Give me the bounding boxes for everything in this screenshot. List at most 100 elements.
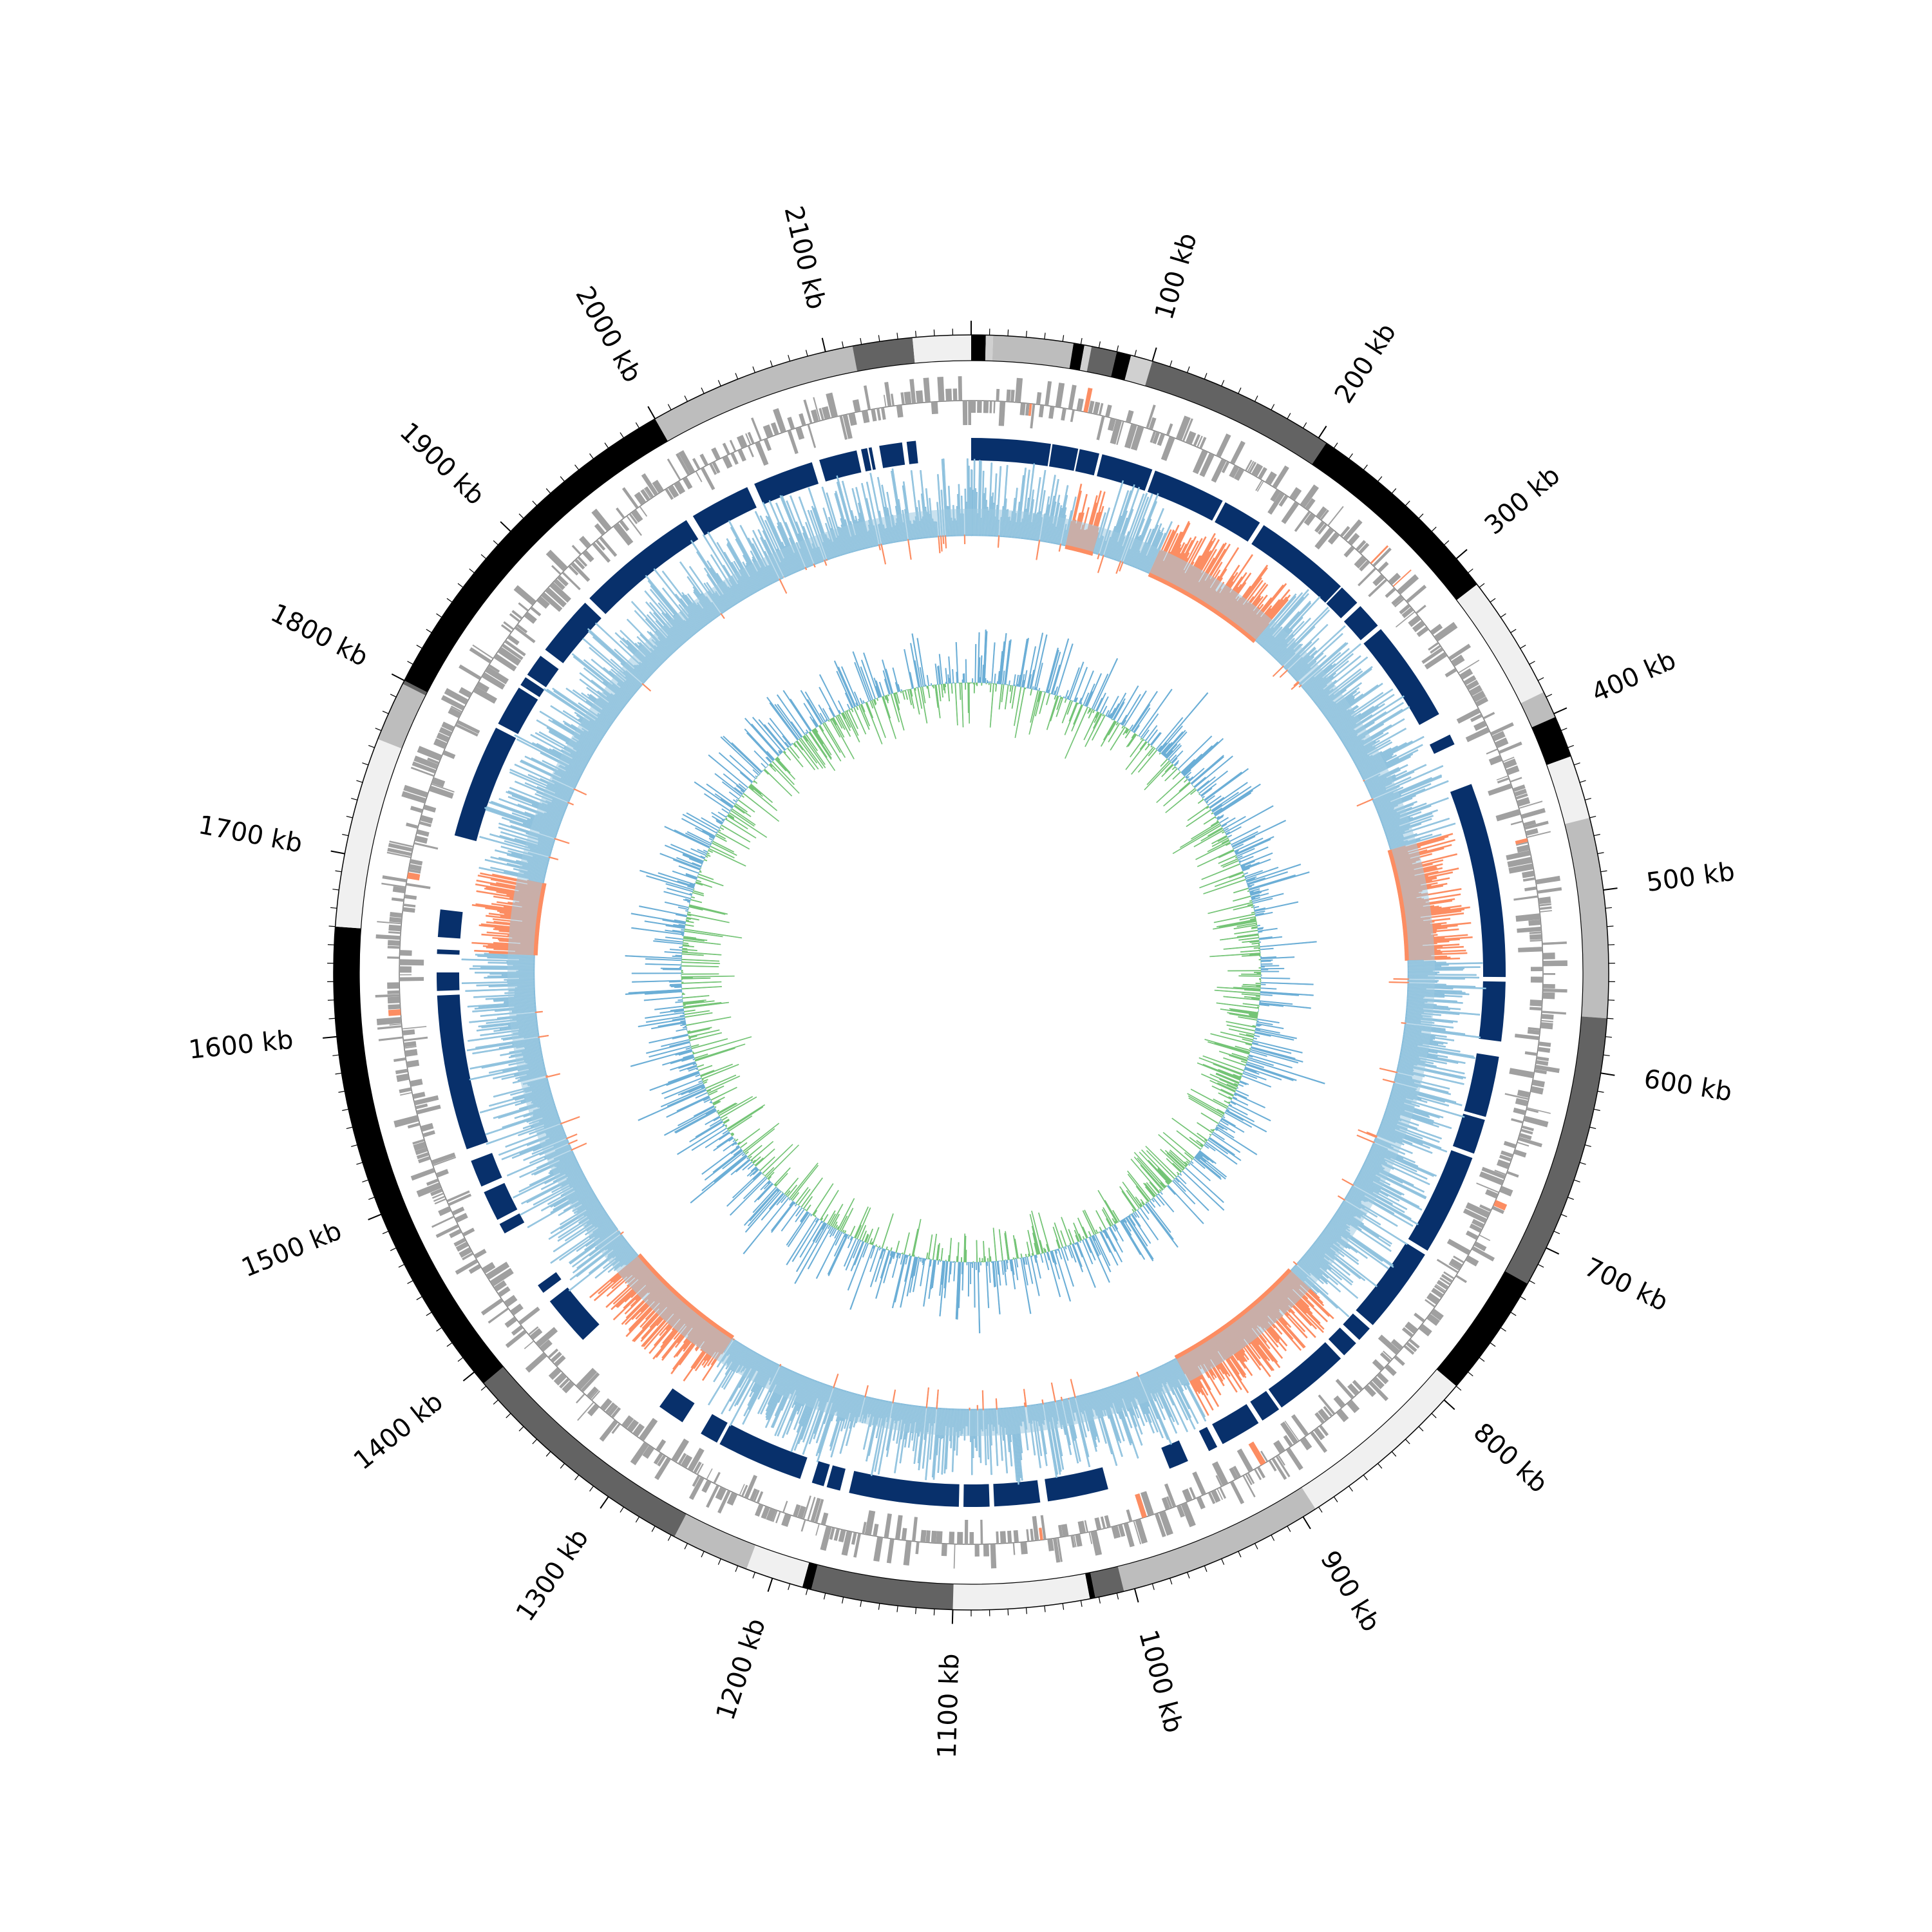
gene-feature — [427, 757, 440, 764]
gene-feature — [528, 1326, 539, 1336]
gene-feature — [819, 408, 824, 421]
gene-feature — [577, 556, 588, 567]
gc-content-bin — [762, 1173, 764, 1175]
minor-tick — [342, 1108, 349, 1112]
gene-feature — [996, 388, 1000, 402]
tick-label: 500 kb — [1645, 857, 1736, 898]
band-segment — [1069, 343, 1084, 371]
gc-content-bin — [1030, 1255, 1040, 1296]
gene-feature — [404, 1048, 418, 1057]
gene-feature — [626, 515, 642, 536]
gc-skew-bin — [1097, 554, 1104, 573]
gene-feature — [1270, 489, 1281, 502]
gc-content-bin — [960, 1257, 963, 1263]
gc-content-bin — [1131, 704, 1151, 732]
gene-feature — [667, 484, 679, 498]
minor-tick — [1271, 1535, 1275, 1541]
gene-feature — [821, 406, 831, 420]
band-segment — [334, 926, 504, 1384]
minor-tick — [1520, 1296, 1526, 1300]
gene-feature — [656, 1439, 667, 1452]
gene-feature — [1289, 487, 1302, 501]
gene-feature — [990, 1544, 997, 1569]
gc-content-bin — [1150, 745, 1153, 748]
tick-label: 1000 kb — [1133, 1627, 1188, 1736]
gc-content-bin — [1084, 1209, 1097, 1235]
gc-content-bin — [1014, 684, 1016, 687]
gene-feature — [1488, 755, 1502, 766]
gene-feature — [1055, 383, 1065, 408]
gene-feature — [612, 522, 634, 546]
minor-tick — [1537, 677, 1544, 681]
minor-tick — [1221, 380, 1225, 386]
gene-feature — [1523, 820, 1537, 828]
gene-feature — [431, 777, 446, 788]
gene-feature — [1539, 903, 1551, 907]
tick-label: 1900 kb — [394, 417, 491, 511]
gc-content-bin — [1197, 799, 1204, 804]
gene-feature — [1318, 523, 1328, 535]
gene-feature — [1166, 423, 1173, 436]
homology-block — [701, 1414, 728, 1443]
gc-content-bin — [713, 1137, 734, 1151]
gene-feature — [497, 647, 522, 666]
gene-feature — [1519, 800, 1543, 809]
gene-feature — [1370, 545, 1389, 564]
gene-feature — [1208, 1492, 1216, 1504]
gc-content-bin — [1014, 1258, 1019, 1280]
gene-feature — [638, 1417, 658, 1441]
minor-tick — [1187, 366, 1190, 373]
gene-feature — [1473, 1241, 1487, 1251]
gc-content-bin — [1227, 970, 1262, 972]
gene-feature — [639, 506, 648, 517]
minor-tick — [896, 1605, 898, 1613]
minor-tick — [346, 815, 353, 819]
gene-feature — [1525, 828, 1539, 836]
gene-feature — [1530, 934, 1542, 940]
gene-feature — [389, 1023, 402, 1026]
minor-tick — [1584, 798, 1591, 800]
gene-feature — [389, 916, 402, 923]
band-segment — [1564, 817, 1609, 1019]
gene-feature — [969, 1531, 974, 1545]
gc-content-bin — [1150, 732, 1162, 746]
gc-content-bin — [1157, 692, 1209, 752]
gene-feature — [459, 664, 482, 681]
gene-feature — [1518, 947, 1543, 952]
minor-tick — [1025, 1607, 1027, 1615]
gene-feature — [422, 804, 437, 813]
minor-tick — [1391, 1451, 1397, 1457]
band-segment — [811, 1564, 954, 1610]
gene-feature — [413, 1095, 439, 1106]
gene-feature — [1377, 561, 1389, 573]
tick-label: 300 kb — [1479, 460, 1566, 540]
gc-skew-bin — [1393, 978, 1410, 980]
gc-content-bin — [1252, 1040, 1303, 1054]
gene-feature — [814, 1499, 824, 1524]
gene-feature — [1522, 877, 1536, 882]
gene-feature — [829, 1527, 835, 1540]
gc-content-bin — [1086, 673, 1103, 708]
gene-feature — [665, 488, 674, 500]
gene-feature — [511, 1325, 524, 1336]
gc-content-bin — [794, 1224, 829, 1284]
gc-content-bin — [690, 1155, 748, 1204]
gc-content-bin — [1092, 710, 1095, 714]
gc-skew-bin — [1041, 1399, 1044, 1405]
tick-label: 1300 kb — [511, 1524, 595, 1627]
gc-content-bin — [1054, 1249, 1072, 1302]
homology-block — [1429, 734, 1455, 754]
minor-tick — [1593, 1108, 1600, 1112]
gc-content-bin — [1145, 1202, 1174, 1240]
gene-feature — [539, 1339, 553, 1352]
gene-feature — [431, 1215, 455, 1228]
gc-skew-bin — [1293, 1261, 1298, 1266]
homology-block — [1212, 1404, 1259, 1444]
gene-feature — [957, 1531, 963, 1544]
minor-tick — [436, 1327, 442, 1332]
gc-content-bin — [1159, 1191, 1163, 1195]
gene-feature — [448, 1193, 472, 1206]
gc-content-bin — [988, 1247, 991, 1262]
homology-block — [437, 949, 460, 955]
